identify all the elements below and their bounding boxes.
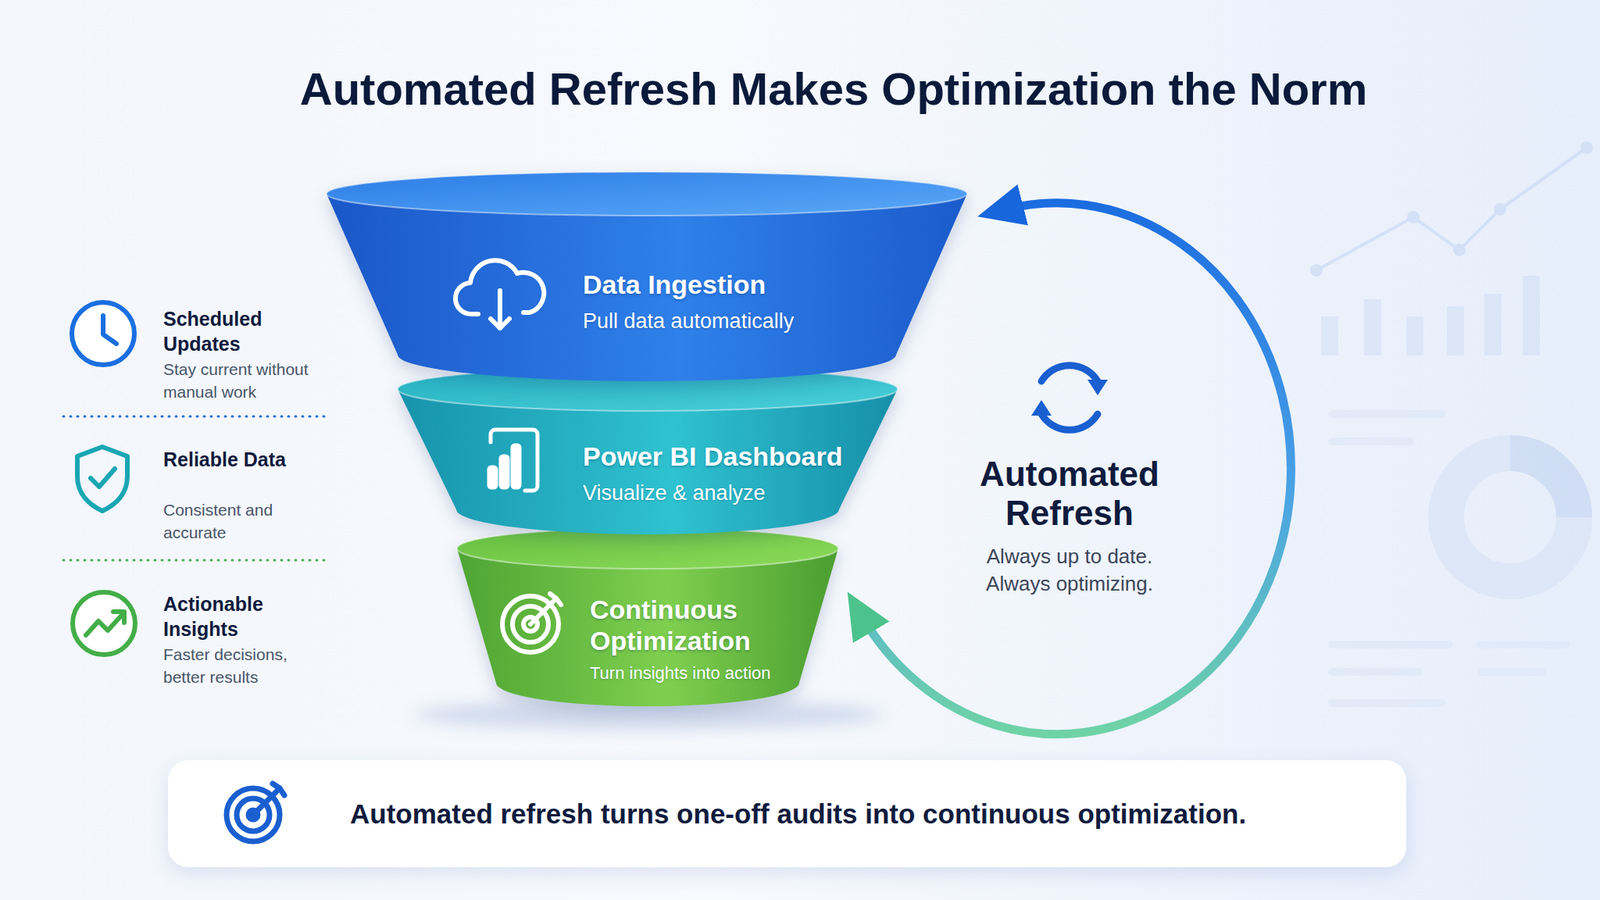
band-top-rim (326, 171, 968, 216)
sync-icon (1031, 365, 1108, 431)
caption-text: Automated refresh turns one-off audits i… (350, 796, 1405, 832)
chart-dot (1310, 264, 1323, 277)
clock-face (71, 302, 135, 365)
stage-description: Turn insights into action (589, 662, 825, 685)
shield-check-icon (77, 446, 128, 511)
faded-line (1328, 410, 1446, 418)
faded-bar (1321, 316, 1339, 356)
faded-line (1476, 640, 1571, 649)
faded-bar (1406, 316, 1424, 356)
node-text: Automated refresh turns one-off audits i… (350, 760, 1405, 868)
faded-line (1328, 437, 1415, 446)
dotted-separator (63, 559, 325, 562)
trend-line (85, 613, 124, 636)
band-top-rim (457, 528, 839, 569)
sync-head (1031, 400, 1052, 416)
stage-heading: Data Ingestion (582, 268, 950, 300)
funnel-band: Power BI DashboardVisualize & analyze (397, 367, 898, 535)
stage-description: Visualize & analyze (582, 479, 896, 507)
faded-line (1476, 667, 1547, 676)
chart-dot (1580, 141, 1593, 154)
sync-arc (1041, 365, 1098, 382)
clock-hands (103, 315, 117, 344)
benefit-description: Faster decisions, better results (163, 642, 332, 689)
faded-line-chart (1316, 147, 1587, 271)
benefit-description: Stay current without manual work (163, 357, 332, 404)
stage-heading: Continuous Optimization (589, 593, 825, 657)
sync-head (1087, 379, 1108, 396)
node-text: Power BI DashboardVisualize & analyze (582, 440, 896, 507)
band-top-rim (397, 367, 898, 411)
benefit-heading: Reliable Data (163, 446, 289, 472)
chart-dot (1407, 210, 1420, 224)
benefit-heading: Scheduled Updates (163, 306, 289, 357)
benefit-description: Consistent and accurate (163, 498, 332, 544)
diagram-title: Automated Refresh Makes Optimization the… (70, 60, 1597, 118)
cycle-heading: Automated Refresh (956, 454, 1183, 533)
shield-outline (77, 446, 128, 511)
faded-line (1328, 699, 1446, 708)
cycle-description: Always up to date. Always optimizing. (967, 542, 1172, 598)
band-body-shape (457, 548, 839, 707)
trend-circle (72, 592, 136, 655)
caption-box: Automated refresh turns one-off audits i… (167, 760, 1407, 868)
faded-bar (1522, 275, 1540, 356)
clock-icon (71, 302, 135, 365)
check-mark (90, 468, 115, 487)
node-text: Continuous OptimizationTurn insights int… (589, 593, 825, 685)
stage-heading: Power BI Dashboard (582, 440, 896, 472)
benefit-heading: Actionable Insights (163, 591, 289, 642)
faded-bar (1446, 306, 1465, 356)
sync-arc (1041, 414, 1098, 430)
chart-dot (1453, 243, 1466, 257)
faded-chart (1310, 141, 1593, 708)
faded-donut-segment (1510, 453, 1575, 518)
funnel-band: Continuous OptimizationTurn insights int… (457, 528, 839, 707)
dotted-separator (63, 415, 325, 418)
node-text: Data IngestionPull data automatically (582, 268, 950, 335)
faded-bar (1364, 299, 1382, 356)
faded-bar (1484, 293, 1502, 356)
trend-icon (72, 592, 136, 655)
funnel-band: Data IngestionPull data automatically (326, 171, 968, 382)
stage-description: Pull data automatically (582, 307, 950, 335)
chart-dot (1493, 203, 1507, 216)
faded-line (1328, 640, 1454, 649)
faded-donut (1446, 453, 1575, 582)
band-body-shape (326, 193, 968, 382)
faded-line (1328, 667, 1422, 676)
trend-arrowhead (113, 611, 125, 623)
